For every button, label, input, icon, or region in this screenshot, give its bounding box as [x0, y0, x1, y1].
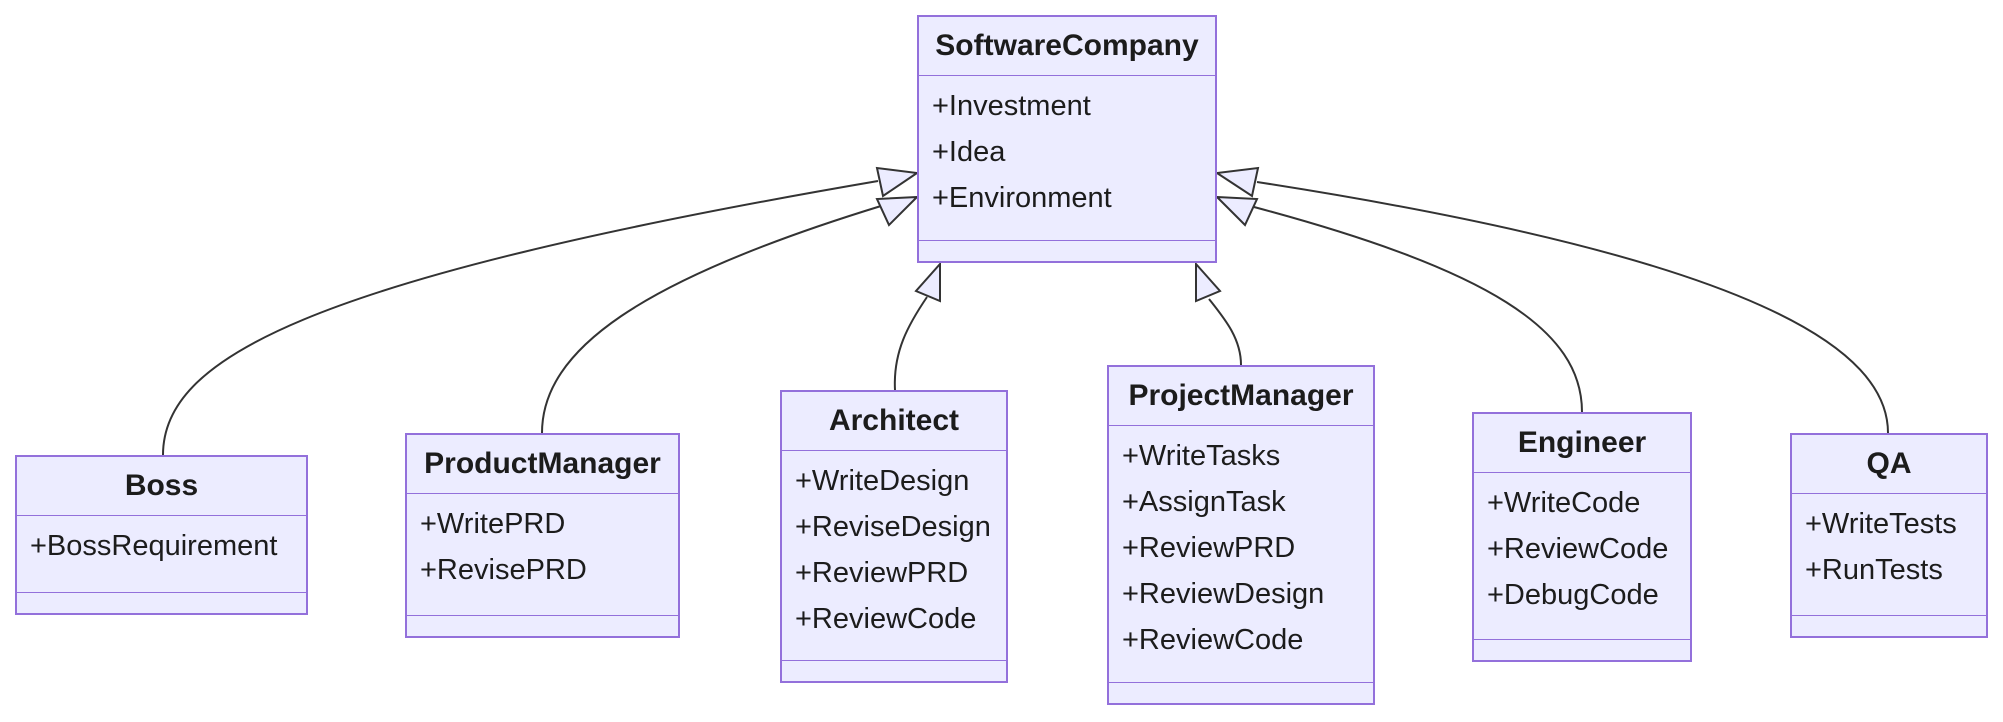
edge-engineer-to-softwarecompany	[1253, 206, 1583, 413]
class-member: +WriteDesign	[795, 465, 970, 497]
edge-qa-to-softwarecompany	[1256, 181, 1889, 434]
class-engineer: Engineer +WriteCode +ReviewCode +DebugCo…	[1472, 412, 1692, 662]
class-member: +ReviseDesign	[795, 511, 991, 543]
class-member: +ReviewCode	[795, 603, 977, 635]
inheritance-arrowhead-architect-icon	[914, 261, 941, 303]
inheritance-arrowhead-productmanager-icon	[875, 195, 920, 227]
class-footer-empty	[782, 660, 1006, 681]
class-title: Boss	[17, 457, 306, 516]
inheritance-arrowhead-engineer-icon	[1214, 195, 1259, 227]
edge-productmanager-to-softwarecompany	[541, 205, 882, 434]
class-member: +ReviewPRD	[795, 557, 969, 589]
class-members: +WriteCode +ReviewCode +DebugCode	[1474, 473, 1690, 639]
class-member: +BossRequirement	[30, 530, 278, 562]
class-member: +WritePRD	[420, 508, 566, 540]
class-member: +ReviewDesign	[1122, 578, 1325, 610]
class-qa: QA +WriteTests +RunTests	[1790, 433, 1988, 638]
class-title: ProjectManager	[1109, 367, 1373, 426]
class-projectmanager: ProjectManager +WriteTasks +AssignTask +…	[1107, 365, 1375, 705]
edge-boss-to-softwarecompany	[162, 180, 879, 456]
class-member: +Investment	[932, 90, 1091, 122]
class-member: +WriteTests	[1805, 508, 1957, 540]
class-member: +WriteTasks	[1122, 440, 1281, 472]
class-architect: Architect +WriteDesign +ReviseDesign +Re…	[780, 390, 1008, 683]
class-member: +Idea	[932, 136, 1006, 168]
class-footer-empty	[919, 240, 1215, 261]
inheritance-arrowhead-boss-icon	[875, 166, 920, 198]
class-member: +ReviewPRD	[1122, 532, 1296, 564]
class-members: +WriteTests +RunTests	[1792, 494, 1986, 615]
class-title: SoftwareCompany	[919, 17, 1215, 76]
edge-architect-to-softwarecompany	[893, 296, 928, 391]
class-productmanager: ProductManager +WritePRD +RevisePRD	[405, 433, 680, 638]
class-title: Engineer	[1474, 414, 1690, 473]
class-members: +Investment +Idea +Environment	[919, 76, 1215, 240]
class-members: +WriteDesign +ReviseDesign +ReviewPRD +R…	[782, 451, 1006, 660]
class-member: +WriteCode	[1487, 487, 1641, 519]
class-member: +ReviewCode	[1487, 533, 1669, 565]
class-title: Architect	[782, 392, 1006, 451]
class-softwarecompany: SoftwareCompany +Investment +Idea +Envir…	[917, 15, 1217, 263]
class-member: +RevisePRD	[420, 554, 587, 586]
inheritance-arrowhead-projectmanager-icon	[1195, 261, 1222, 303]
class-members: +BossRequirement	[17, 516, 306, 592]
inheritance-arrowhead-qa-icon	[1214, 166, 1260, 198]
class-member: +DebugCode	[1487, 579, 1659, 611]
class-footer-empty	[17, 592, 306, 613]
class-footer-empty	[1792, 615, 1986, 636]
edge-projectmanager-to-softwarecompany	[1208, 298, 1242, 366]
class-footer-empty	[407, 615, 678, 636]
class-member: +AssignTask	[1122, 486, 1286, 518]
class-footer-empty	[1109, 682, 1373, 703]
class-members: +WriteTasks +AssignTask +ReviewPRD +Revi…	[1109, 426, 1373, 682]
class-member: +RunTests	[1805, 554, 1943, 586]
class-members: +WritePRD +RevisePRD	[407, 494, 678, 615]
class-member: +ReviewCode	[1122, 624, 1304, 656]
class-title: ProductManager	[407, 435, 678, 494]
class-footer-empty	[1474, 639, 1690, 660]
class-member: +Environment	[932, 182, 1112, 214]
class-title: QA	[1792, 435, 1986, 494]
class-boss: Boss +BossRequirement	[15, 455, 308, 615]
